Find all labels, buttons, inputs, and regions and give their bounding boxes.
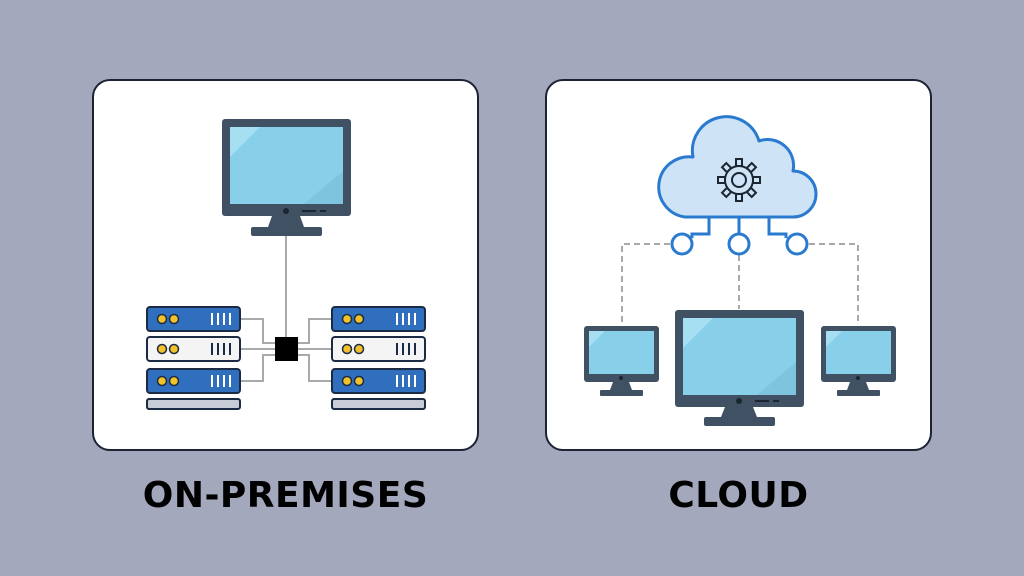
monitor-icon <box>584 326 659 396</box>
on-premises-diagram <box>146 119 426 410</box>
monitor-icon <box>222 119 351 236</box>
network-switch-icon <box>275 337 298 361</box>
cloud-diagram <box>584 115 896 426</box>
server-rack-icon <box>331 306 426 410</box>
network-wires <box>240 236 332 382</box>
connector-node-icon <box>727 218 751 256</box>
on-premises-label: ON-PREMISES <box>142 475 429 516</box>
server-rack-icon <box>146 306 241 410</box>
connector-node-icon <box>767 218 809 256</box>
on-premises-card <box>92 79 479 451</box>
cloud-label: CLOUD <box>668 475 809 516</box>
monitor-icon <box>821 326 896 396</box>
cloud-gear-icon <box>657 115 818 219</box>
cloud-card <box>545 79 932 451</box>
connector-node-icon <box>670 218 711 256</box>
monitor-icon <box>675 310 804 426</box>
network-wires <box>621 243 859 325</box>
